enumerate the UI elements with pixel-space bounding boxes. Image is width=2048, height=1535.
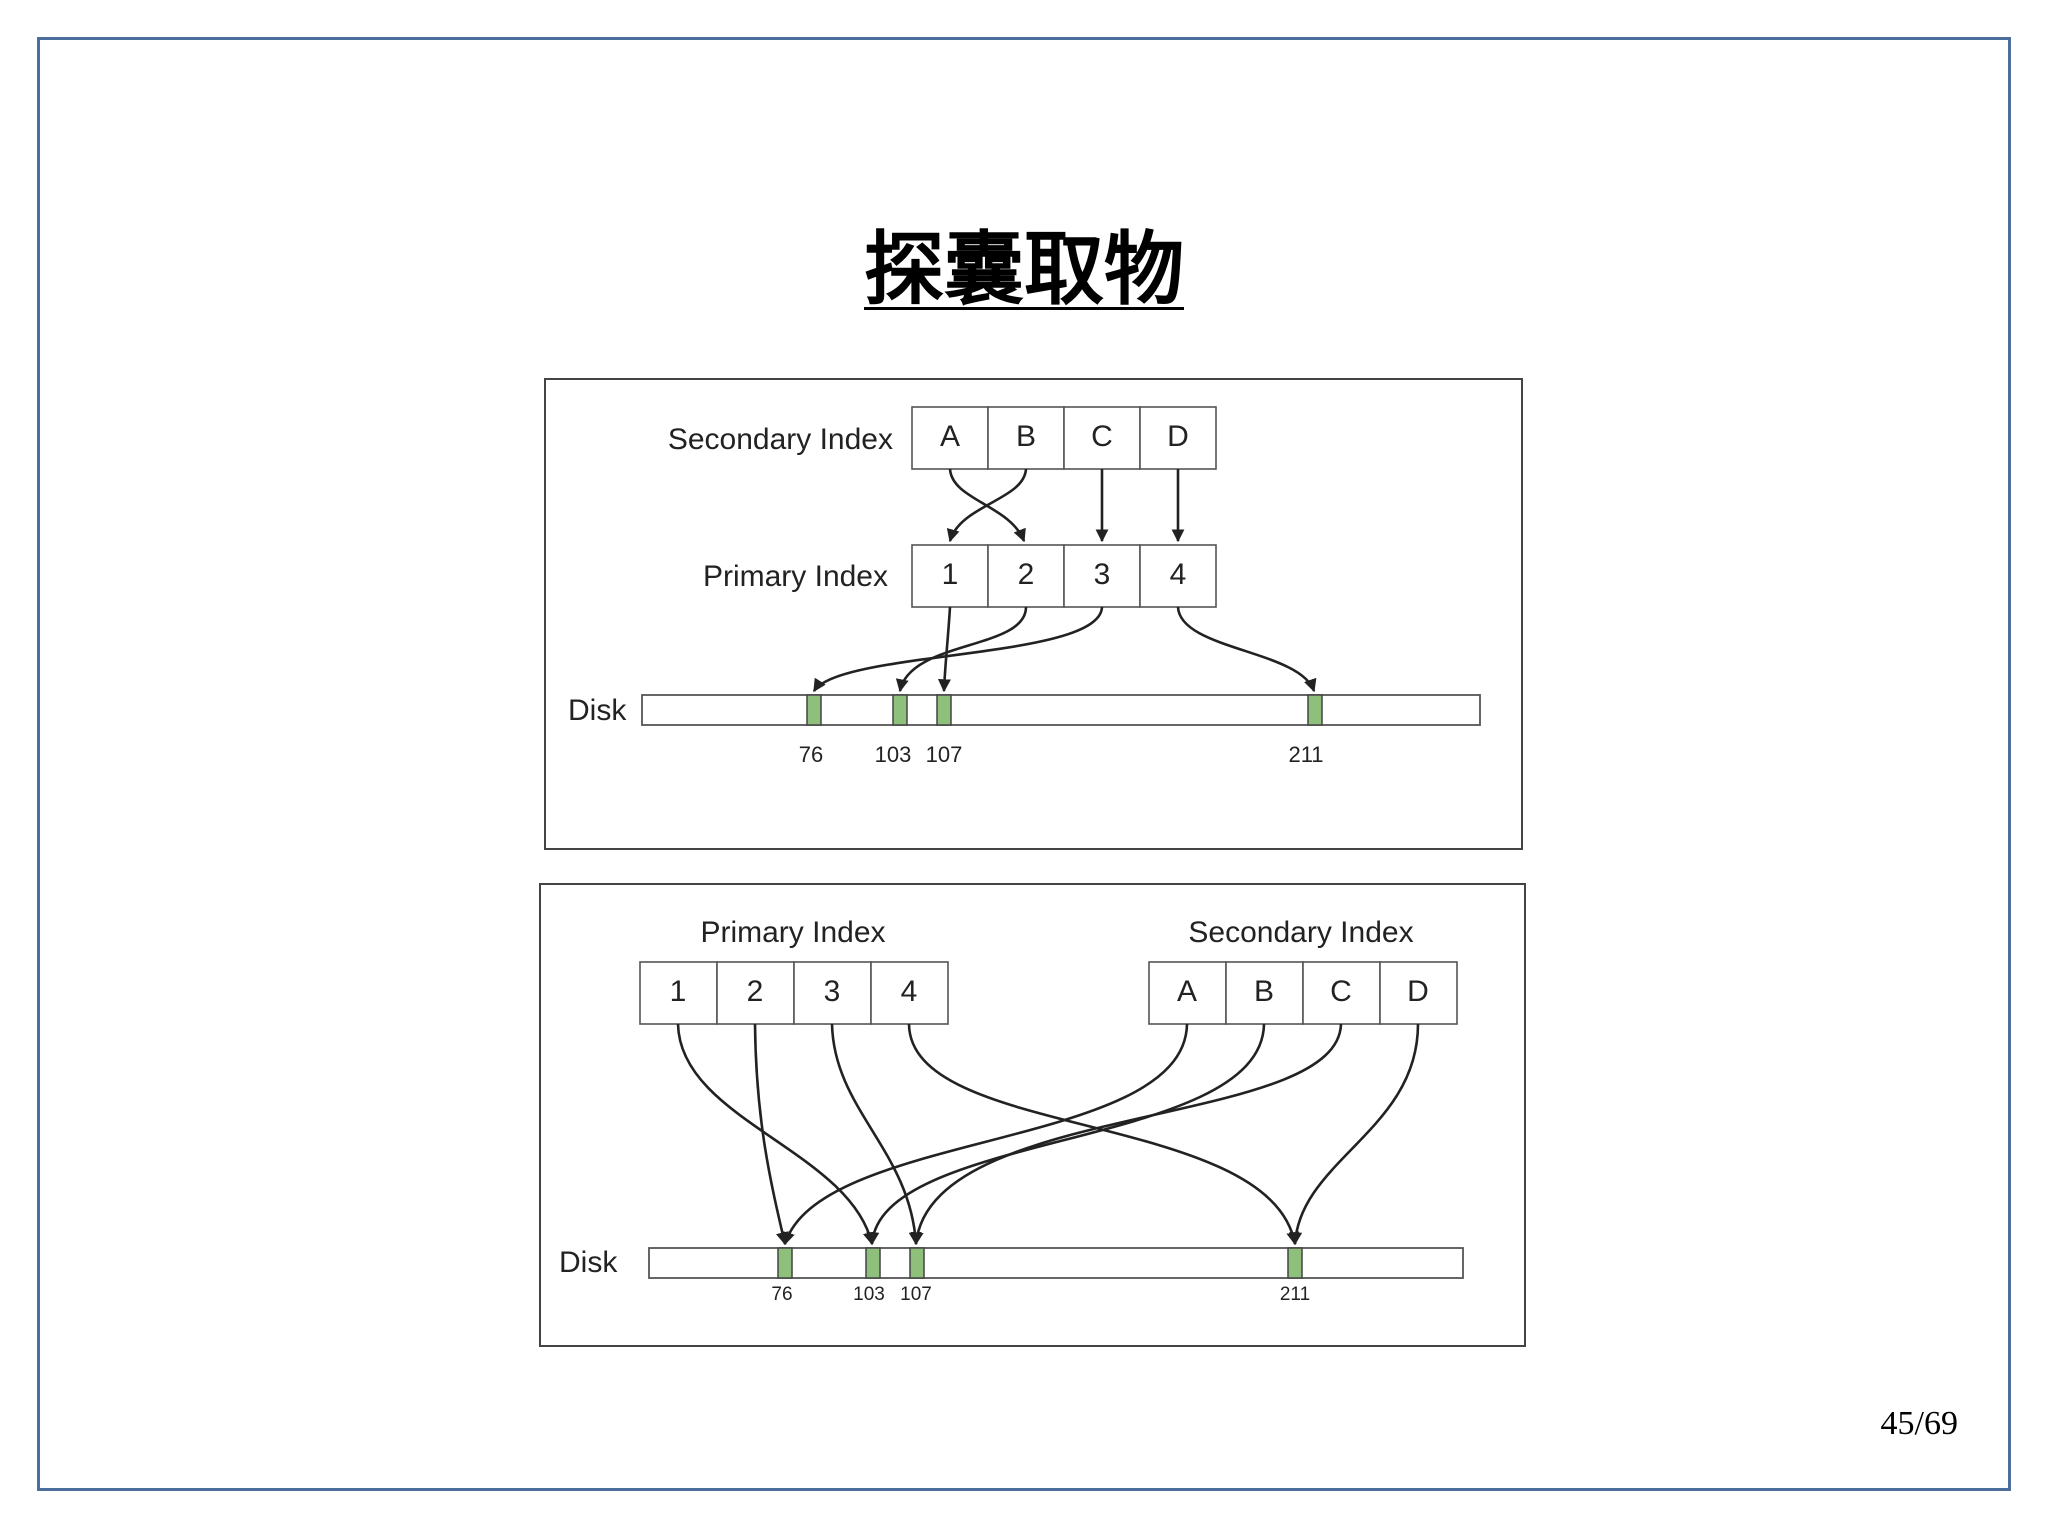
- bottom-primary-cell: [716, 961, 795, 1025]
- top-arrow-b-to-1: [946, 468, 1028, 543]
- slide-title: 探囊取物: [864, 223, 1184, 316]
- bottom-secondary-cell: [1148, 961, 1227, 1025]
- bottom-disk-block: [1287, 1247, 1303, 1279]
- top-disk-offset: 107: [926, 742, 963, 767]
- bottom-primary-index: 1 2 3 4: [639, 961, 949, 1025]
- top-secondary-index: A B C D: [911, 406, 1217, 470]
- bottom-primary-index-label: Primary Index: [700, 916, 885, 949]
- bottom-primary-cell-label: 3: [824, 975, 841, 1008]
- bottom-arrow-3-to-107: [830, 1023, 922, 1246]
- bottom-disk-offset: 103: [853, 1284, 885, 1305]
- bottom-primary-cell: [639, 961, 718, 1025]
- bottom-disk-block: [865, 1247, 881, 1279]
- bottom-primary-cell: [793, 961, 872, 1025]
- top-diagram: Secondary Index A B C D Primary Index 1 …: [544, 378, 1523, 850]
- bottom-secondary-cell-label: D: [1407, 975, 1429, 1008]
- top-primary-cell-label: 1: [942, 558, 959, 591]
- top-disk: [641, 694, 1481, 726]
- top-primary-cell-label: 2: [1018, 558, 1035, 591]
- top-secondary-cell-label: B: [1016, 420, 1036, 453]
- top-disk-block: [1307, 694, 1323, 726]
- top-secondary-cell: [911, 406, 989, 470]
- bottom-secondary-cell-label: A: [1177, 975, 1197, 1008]
- top-arrow-3-to-76: [812, 606, 1104, 693]
- bottom-disk-offset: 107: [900, 1284, 932, 1305]
- top-primary-cell: [987, 544, 1065, 608]
- bottom-diagram: Primary Index Secondary Index 1 2 3 4 A …: [539, 883, 1526, 1347]
- bottom-arrow-4-to-211: [907, 1023, 1300, 1246]
- bottom-primary-cell: [870, 961, 949, 1025]
- bottom-secondary-cell-label: B: [1254, 975, 1274, 1008]
- bottom-arrow-b-to-103: [866, 1023, 1266, 1246]
- top-secondary-cell-label: C: [1091, 420, 1113, 453]
- top-primary-cell-label: 3: [1094, 558, 1111, 591]
- bottom-disk-offset: 211: [1280, 1284, 1310, 1305]
- page-number: 45/69: [1880, 1405, 1958, 1442]
- top-disk-offset: 103: [875, 742, 912, 767]
- top-primary-index: 1 2 3 4: [911, 544, 1217, 608]
- top-arrow-a-to-2: [948, 468, 1026, 543]
- bottom-secondary-cell: [1302, 961, 1381, 1025]
- top-disk-label: Disk: [568, 694, 627, 727]
- bottom-primary-cell-label: 2: [747, 975, 764, 1008]
- bottom-arrow-1-to-103: [676, 1023, 876, 1246]
- top-primary-cell: [1063, 544, 1141, 608]
- bottom-secondary-index-label: Secondary Index: [1188, 916, 1413, 949]
- top-disk-block: [806, 694, 822, 726]
- top-secondary-index-label: Secondary Index: [668, 423, 893, 456]
- bottom-secondary-cell: [1225, 961, 1304, 1025]
- top-arrow-4-to-211: [1176, 606, 1317, 693]
- bottom-arrow-2-to-76: [753, 1023, 789, 1246]
- bottom-disk-block: [777, 1247, 793, 1279]
- bottom-disk-label: Disk: [559, 1246, 618, 1279]
- top-arrow-2-to-103: [895, 606, 1028, 693]
- bottom-arrow-d-to-211: [1289, 1023, 1420, 1246]
- bottom-primary-cell-label: 4: [901, 975, 918, 1008]
- top-disk-block: [936, 694, 952, 726]
- top-primary-cell-label: 4: [1170, 558, 1187, 591]
- bottom-secondary-cell: [1379, 961, 1458, 1025]
- top-secondary-cell-label: A: [940, 420, 960, 453]
- top-disk-offset: 211: [1288, 742, 1323, 767]
- top-secondary-cell-label: D: [1167, 420, 1189, 453]
- bottom-disk: [648, 1247, 1464, 1279]
- bottom-arrow-a-to-76: [782, 1023, 1189, 1246]
- bottom-primary-cell-label: 1: [670, 975, 687, 1008]
- bottom-arrow-c-to-107: [910, 1023, 1343, 1246]
- top-primary-cell: [1139, 544, 1217, 608]
- bottom-disk-block: [909, 1247, 925, 1279]
- bottom-disk-offset: 76: [771, 1284, 792, 1305]
- top-disk-block: [892, 694, 908, 726]
- top-disk-offset: 76: [799, 742, 823, 767]
- top-primary-index-label: Primary Index: [703, 560, 888, 593]
- bottom-secondary-cell-label: C: [1330, 975, 1352, 1008]
- bottom-secondary-index: A B C D: [1148, 961, 1458, 1025]
